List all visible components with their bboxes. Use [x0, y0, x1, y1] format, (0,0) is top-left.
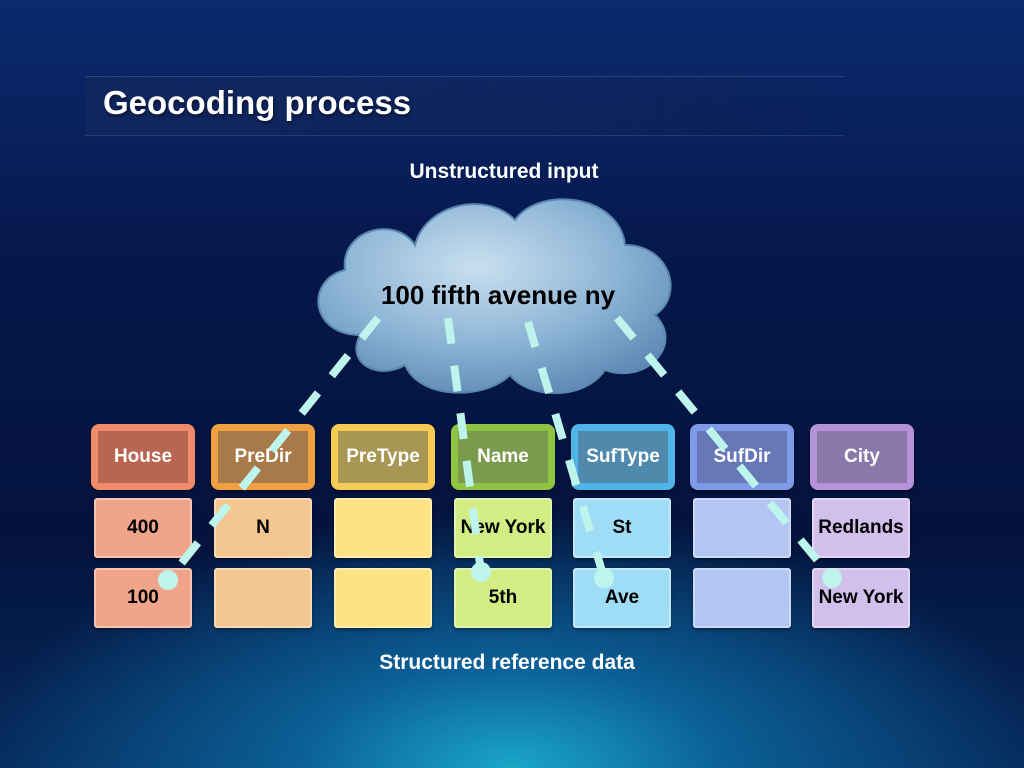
- title-band: [85, 76, 845, 136]
- column-header-label: SufDir: [697, 431, 787, 483]
- column-header-label: City: [817, 431, 907, 483]
- table-cell: 100: [94, 568, 192, 628]
- column-header-label: PreDir: [218, 431, 308, 483]
- column-header-label: House: [98, 431, 188, 483]
- column-header-label: Name: [458, 431, 548, 483]
- column-header-predir: PreDir: [211, 424, 315, 490]
- column-header-pretype: PreType: [331, 424, 435, 490]
- slide-title: Geocoding process: [103, 84, 412, 121]
- table-cell: [334, 498, 432, 558]
- table-cell: [334, 568, 432, 628]
- column-header-sufdir: SufDir: [690, 424, 794, 490]
- table-cell: N: [214, 498, 312, 558]
- table-cell: [693, 568, 791, 628]
- column-header-label: PreType: [338, 431, 428, 483]
- table-cell: Ave: [573, 568, 671, 628]
- column-header-suftype: SufType: [571, 424, 675, 490]
- input-text: 100 fifth avenue ny: [380, 280, 616, 310]
- table-cell: Redlands: [812, 498, 910, 558]
- table-cell: New York: [454, 498, 552, 558]
- table-cell: [214, 568, 312, 628]
- table-cell: St: [573, 498, 671, 558]
- column-header-name: Name: [451, 424, 555, 490]
- column-header-city: City: [810, 424, 914, 490]
- table-cell: [693, 498, 791, 558]
- table-cell: New York: [812, 568, 910, 628]
- reference-caption: Structured reference data: [379, 651, 635, 674]
- table-cell: 5th: [454, 568, 552, 628]
- column-header-label: SufType: [578, 431, 668, 483]
- input-caption: Unstructured input: [409, 160, 599, 183]
- column-header-house: House: [91, 424, 195, 490]
- table-cell: 400: [94, 498, 192, 558]
